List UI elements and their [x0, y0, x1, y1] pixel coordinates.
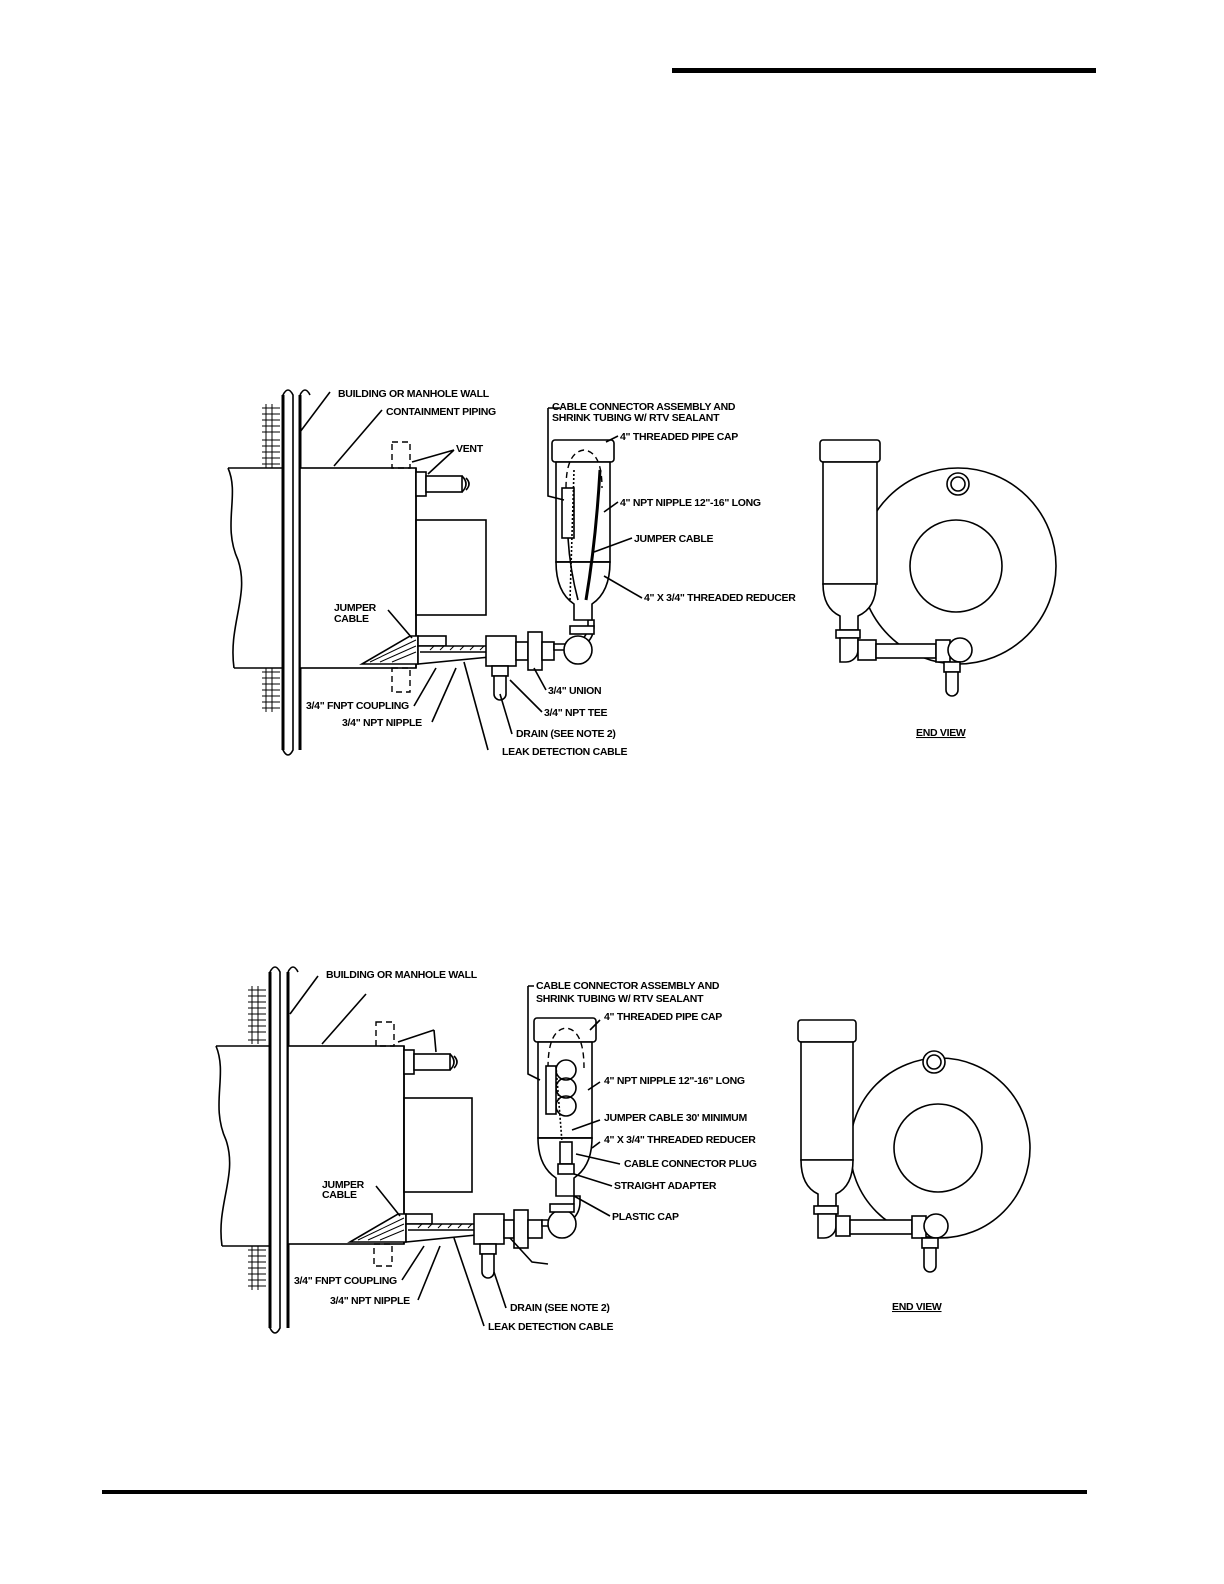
vent-fitting	[375, 1021, 458, 1075]
label-connector-line1: CABLE CONNECTOR ASSEMBLY AND	[536, 980, 720, 992]
label-jumper-cable: JUMPER CABLE	[634, 533, 714, 545]
label-vent: VENT	[456, 443, 484, 455]
label-jumper-left-2: CABLE	[322, 1189, 357, 1201]
label-npt-nipple: 3/4" NPT NIPPLE	[342, 717, 422, 729]
side-view	[227, 389, 643, 756]
end-view	[819, 439, 1057, 697]
vent-fitting	[391, 441, 470, 497]
label-wall: BUILDING OR MANHOLE WALL	[338, 388, 490, 400]
label-pipe-cap: 4" THREADED PIPE CAP	[604, 1011, 722, 1023]
riser-assembly	[533, 1017, 597, 1197]
end-view	[797, 1019, 1031, 1273]
bottom-vent	[373, 1243, 393, 1267]
label-jumper-left-2: CABLE	[334, 613, 369, 625]
label-jumper-left-1: JUMPER	[334, 602, 377, 614]
label-leak-cable: LEAK DETECTION CABLE	[502, 746, 628, 758]
label-connector-line1: CABLE CONNECTOR ASSEMBLY AND	[552, 401, 736, 413]
label-jumper-left-1: JUMPER	[322, 1179, 365, 1191]
label-jumper-cable: JUMPER CABLE 30' MINIMUM	[604, 1112, 747, 1124]
label-npt-nipple: 3/4" NPT NIPPLE	[330, 1295, 410, 1307]
label-reducer: 4" X 3/4" THREADED REDUCER	[644, 592, 796, 604]
building-wall	[262, 389, 311, 756]
label-reducer: 4" X 3/4" THREADED REDUCER	[604, 1134, 756, 1146]
label-drain: DRAIN (SEE NOTE 2)	[510, 1302, 610, 1314]
label-nipple: 4" NPT NIPPLE 12"-16" LONG	[620, 497, 761, 509]
label-end-view: END VIEW	[892, 1301, 942, 1313]
label-coupling: 3/4" FNPT COUPLING	[294, 1275, 397, 1287]
bottom-vent	[391, 667, 411, 693]
label-leak-cable: LEAK DETECTION CABLE	[488, 1321, 614, 1333]
riser-assembly	[551, 439, 615, 621]
label-end-view: END VIEW	[916, 727, 966, 739]
label-connector-line2: SHRINK TUBING W/ RTV SEALANT	[536, 993, 704, 1005]
label-drain: DRAIN (SEE NOTE 2)	[516, 728, 616, 740]
label-tee: 3/4" NPT TEE	[544, 707, 608, 719]
footer-rule	[102, 1490, 1087, 1494]
side-view	[215, 966, 621, 1334]
containment-pipe	[299, 467, 417, 669]
figure-1: BUILDING OR MANHOLE WALL CONTAINMENT PIP…	[227, 388, 1057, 758]
label-plug: CABLE CONNECTOR PLUG	[624, 1158, 757, 1170]
header-rule	[672, 68, 1096, 73]
label-containment: CONTAINMENT PIPING	[386, 406, 496, 418]
label-adapter: STRAIGHT ADAPTER	[614, 1180, 717, 1192]
label-connector-line2: SHRINK TUBING W/ RTV SEALANT	[552, 412, 720, 424]
figure-2: BUILDING OR MANHOLE WALL CABLE CONNECTOR…	[215, 966, 1031, 1334]
label-wall: BUILDING OR MANHOLE WALL	[326, 969, 478, 981]
label-plastic-cap: PLASTIC CAP	[612, 1211, 679, 1223]
label-pipe-cap: 4" THREADED PIPE CAP	[620, 431, 738, 443]
label-union: 3/4" UNION	[548, 685, 601, 697]
label-coupling: 3/4" FNPT COUPLING	[306, 700, 409, 712]
containment-pipe	[287, 1045, 405, 1245]
label-nipple: 4" NPT NIPPLE 12"-16" LONG	[604, 1075, 745, 1087]
